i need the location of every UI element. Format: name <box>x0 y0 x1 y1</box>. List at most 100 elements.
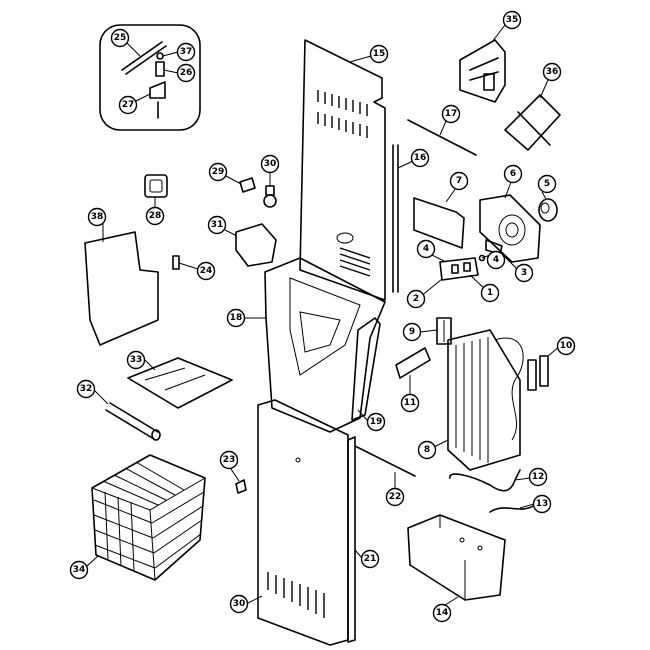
svg-text:25: 25 <box>114 33 127 43</box>
svg-text:29: 29 <box>212 167 225 177</box>
callout-23: 23 <box>219 450 239 470</box>
svg-text:22: 22 <box>389 492 402 502</box>
roller-32 <box>105 402 161 441</box>
svg-text:32: 32 <box>80 384 93 394</box>
callout-13: 13 <box>532 494 552 514</box>
callout-7: 7 <box>449 171 469 191</box>
callout-30-top: 30 <box>260 154 280 174</box>
svg-text:30: 30 <box>233 599 246 609</box>
callout-9: 9 <box>402 322 422 342</box>
trim-strip-22 <box>354 445 416 477</box>
svg-text:11: 11 <box>404 398 417 408</box>
motor-housing-6 <box>479 194 541 263</box>
upper-panel-vents <box>317 90 371 277</box>
svg-text:2: 2 <box>413 294 419 304</box>
callout-29: 29 <box>208 162 228 182</box>
svg-text:16: 16 <box>414 153 427 163</box>
svg-text:12: 12 <box>532 472 545 482</box>
callout-32: 32 <box>76 379 96 399</box>
callout-26: 26 <box>176 63 196 83</box>
callout-21: 21 <box>360 549 380 569</box>
svg-text:30: 30 <box>264 159 277 169</box>
callout-17: 17 <box>441 104 461 124</box>
svg-text:8: 8 <box>424 445 430 455</box>
svg-text:24: 24 <box>200 266 213 276</box>
callout-30-bottom: 30 <box>229 594 249 614</box>
svg-text:4: 4 <box>423 244 429 254</box>
svg-text:5: 5 <box>544 179 550 189</box>
wire-13 <box>489 504 536 513</box>
callout-5: 5 <box>537 174 557 194</box>
side-strip-19 <box>351 317 381 421</box>
svg-text:4: 4 <box>493 255 499 265</box>
callout-4-right: 4 <box>486 250 506 270</box>
svg-text:19: 19 <box>370 417 383 427</box>
callout-11: 11 <box>400 393 420 413</box>
svg-text:21: 21 <box>364 554 377 564</box>
lower-panel-vents <box>267 572 325 618</box>
clip-23 <box>235 479 247 494</box>
wire-basket-34 <box>91 454 206 581</box>
svg-text:18: 18 <box>230 313 243 323</box>
button-28 <box>144 174 168 198</box>
svg-text:9: 9 <box>409 327 415 337</box>
trim-strip-17 <box>407 119 477 156</box>
svg-text:17: 17 <box>445 109 458 119</box>
lower-panel-20 <box>257 399 349 646</box>
side-strip-16 <box>392 144 399 293</box>
callout-18: 18 <box>226 308 246 328</box>
block-11 <box>395 347 431 379</box>
callout-27: 27 <box>118 95 138 115</box>
cover-plate-7 <box>413 197 465 249</box>
svg-text:23: 23 <box>223 455 236 465</box>
svg-text:34: 34 <box>73 565 86 575</box>
brackets-10 <box>527 355 549 391</box>
svg-text:37: 37 <box>180 47 193 57</box>
callout-14: 14 <box>432 603 452 623</box>
callout-6: 6 <box>503 164 523 184</box>
svg-text:1: 1 <box>487 288 493 298</box>
callout-12: 12 <box>528 467 548 487</box>
cover-panel-38 <box>84 231 159 346</box>
callout-15: 15 <box>369 44 389 64</box>
knob-5 <box>538 198 558 222</box>
bulb-30 <box>263 185 277 208</box>
svg-text:26: 26 <box>180 68 193 78</box>
svg-text:36: 36 <box>546 67 559 77</box>
callout-16: 16 <box>410 148 430 168</box>
callout-2: 2 <box>406 289 426 309</box>
svg-text:27: 27 <box>122 100 135 110</box>
svg-text:6: 6 <box>510 169 516 179</box>
svg-text:14: 14 <box>436 608 449 618</box>
callout-28: 28 <box>145 206 165 226</box>
svg-text:10: 10 <box>560 341 573 351</box>
callout-4-left: 4 <box>416 239 436 259</box>
callout-24: 24 <box>196 261 216 281</box>
callout-33: 33 <box>126 350 146 370</box>
upper-panel-15 <box>299 39 386 301</box>
drain-pan-14 <box>407 514 506 601</box>
bracket-35 <box>459 39 506 103</box>
svg-text:15: 15 <box>373 49 386 59</box>
callout-22: 22 <box>385 487 405 507</box>
svg-text:31: 31 <box>211 220 224 230</box>
callout-37: 37 <box>176 42 196 62</box>
lamp-socket-29 <box>239 177 256 193</box>
side-strip-21 <box>347 436 356 643</box>
svg-text:7: 7 <box>456 176 462 186</box>
svg-text:3: 3 <box>521 268 527 278</box>
svg-text:38: 38 <box>91 212 104 222</box>
callout-34: 34 <box>69 560 89 580</box>
light-housing-31 <box>235 223 277 267</box>
callout-36: 36 <box>542 62 562 82</box>
callout-1: 1 <box>480 283 500 303</box>
svg-text:13: 13 <box>536 499 549 509</box>
callout-3: 3 <box>514 263 534 283</box>
callout-31: 31 <box>207 215 227 235</box>
evaporator-8 <box>447 329 524 471</box>
wire-frame-36 <box>504 94 561 151</box>
callout-10: 10 <box>556 336 576 356</box>
glass-shelf-33 <box>127 357 233 409</box>
callout-25: 25 <box>110 28 130 48</box>
